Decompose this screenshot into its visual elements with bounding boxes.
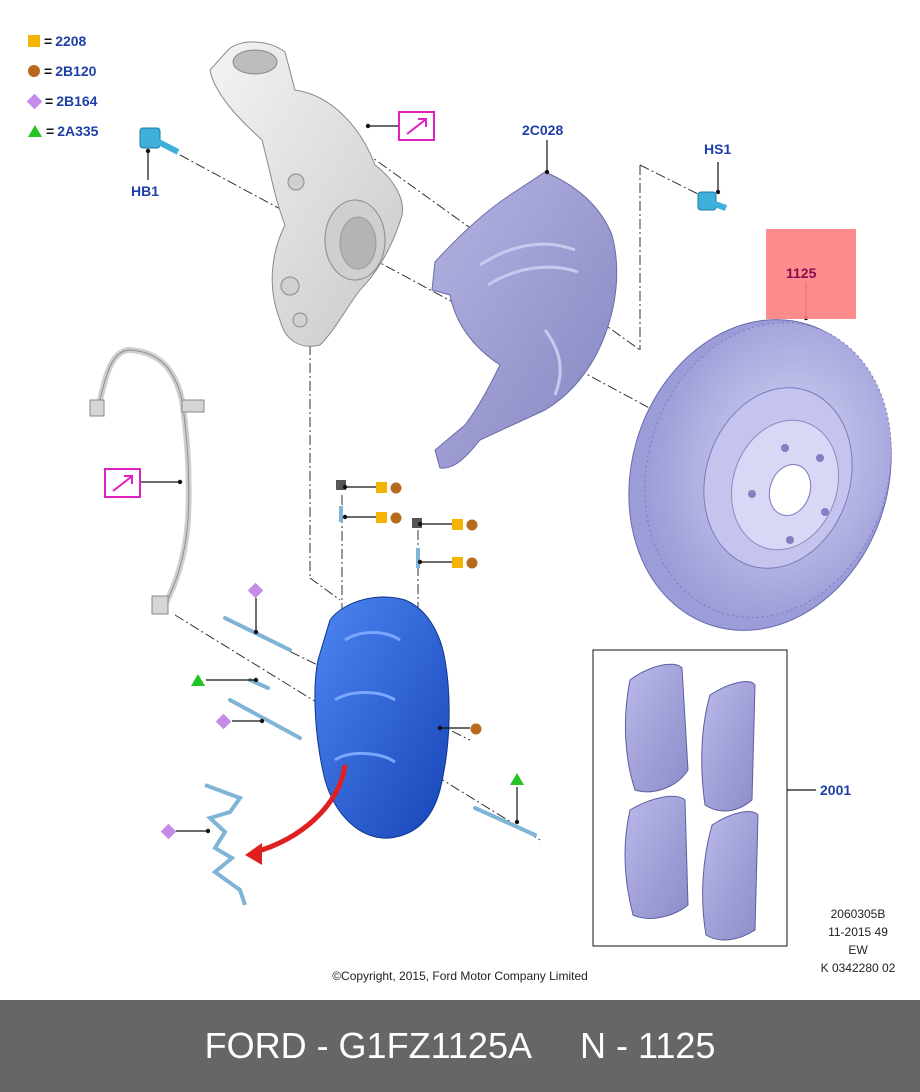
legend-code: 2A335: [57, 123, 99, 139]
highlight-box: [766, 229, 856, 319]
part-number: N - 1125: [580, 1025, 716, 1066]
direction-arrow: [254, 764, 348, 855]
dust-shield: [431, 171, 618, 469]
square-icon: [28, 35, 40, 47]
copyright-text: ©Copyright, 2015, Ford Motor Company Lim…: [332, 969, 588, 983]
part-number-footer: FORD - G1FZ1125A N - 1125: [0, 1000, 920, 1092]
reference-block: 2060305B 11-2015 49 EW K 0342280 02: [820, 907, 896, 975]
arrow-head-icon: [245, 843, 262, 865]
legend-item-2b120: = 2B120: [28, 62, 96, 80]
brake-rotor: [628, 319, 892, 631]
legend-item-2b164: = 2B164: [26, 92, 98, 110]
label-pads[interactable]: 2001: [820, 782, 852, 798]
leader-lines: [140, 125, 816, 832]
legend-code: 2B120: [55, 63, 97, 79]
slide-pin-icon: [223, 616, 537, 837]
brake-caliper: [314, 596, 450, 839]
circle-icon: [28, 65, 40, 77]
part-code: FORD - G1FZ1125A: [204, 1025, 532, 1066]
steering-knuckle: [209, 41, 404, 347]
legend-item-2a335: = 2A335: [28, 122, 98, 140]
diamond-icon: [26, 93, 43, 109]
brake-hose: [89, 346, 205, 615]
exploded-brake-diagram: [89, 41, 892, 947]
link-arrow-icon: [104, 111, 435, 498]
legend-item-2208: = 2208: [28, 32, 86, 50]
legend-code: 2208: [55, 33, 87, 49]
triangle-icon: [28, 125, 42, 137]
label-shield[interactable]: 2C028: [522, 122, 564, 138]
label-rotor[interactable]: 1125: [786, 265, 817, 281]
diagram-stage: = 2208 = 2B120 = 2B164 = 2A335 HB1 HS1 2…: [26, 32, 896, 983]
legend-code: 2B164: [56, 93, 98, 109]
bolt-icon: [139, 127, 728, 211]
brake-pads: [624, 663, 759, 941]
label-hb1[interactable]: HB1: [131, 183, 160, 199]
pads-box: [592, 649, 788, 947]
leader-dots: [145, 123, 809, 834]
label-hs1[interactable]: HS1: [704, 141, 732, 157]
pad-clip-icon: [204, 783, 247, 906]
bleed-screw-icon: [336, 480, 422, 568]
